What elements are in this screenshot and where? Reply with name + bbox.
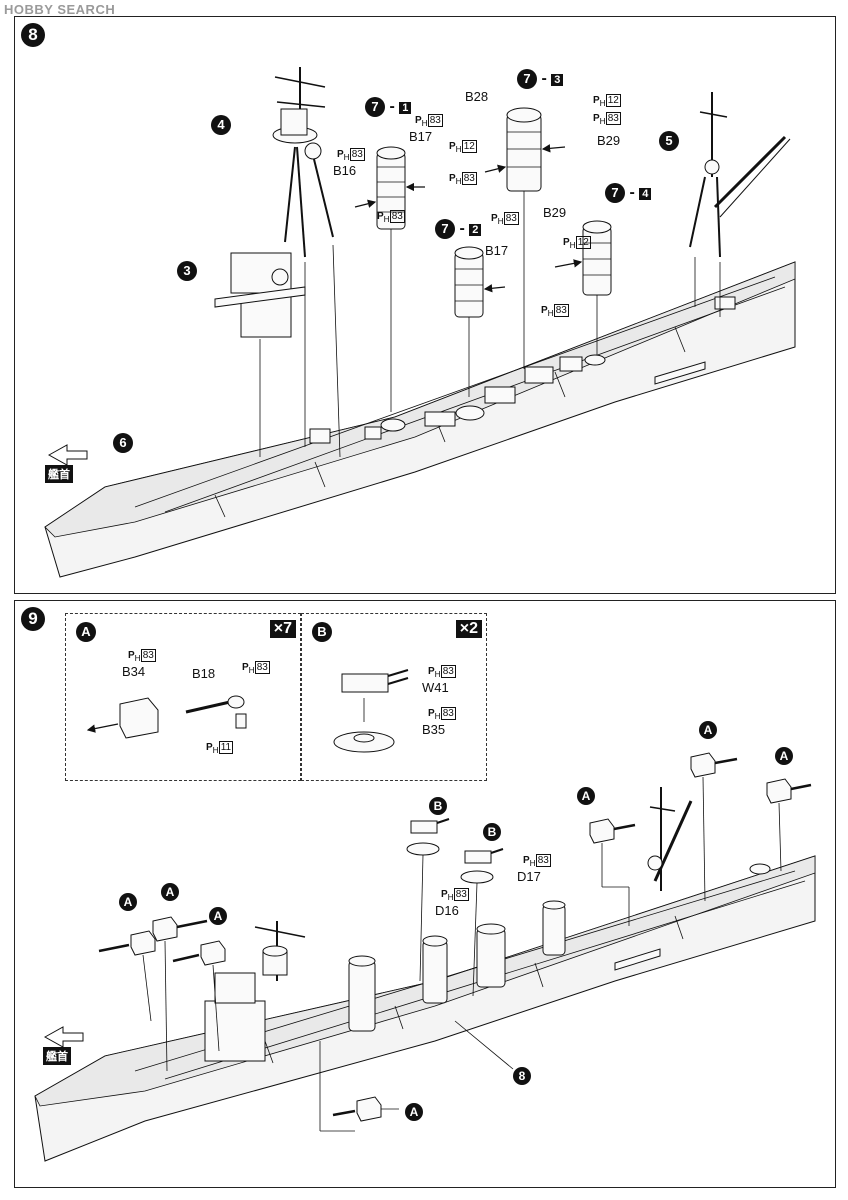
- watermark: HOBBY SEARCH: [4, 2, 116, 17]
- part-b17: B17: [485, 243, 509, 258]
- step-9-hull: [34, 855, 816, 1162]
- funnels-assembled: [348, 900, 566, 1032]
- callout-7: 7: [517, 69, 537, 89]
- subassembly-b-multiplier: ×2: [455, 620, 482, 638]
- callout-a: A: [405, 1103, 423, 1121]
- part-d16: D16: [435, 903, 459, 918]
- bow-direction: [47, 444, 88, 466]
- part-w41: W41: [422, 680, 449, 695]
- turret-a-2: [152, 916, 208, 1072]
- foremast-part: [272, 67, 341, 458]
- part-d17: D17: [517, 869, 541, 884]
- callout-3: 3: [177, 261, 197, 281]
- part-b29: B29: [543, 205, 567, 220]
- callout-a: A: [161, 883, 179, 901]
- part-b16: B16: [333, 163, 357, 178]
- callout-sub: 1: [399, 102, 412, 114]
- part-b18: B18: [192, 666, 216, 681]
- bridge-part: [214, 252, 306, 457]
- funnel-callout-7-4: 7 - 4: [605, 183, 652, 203]
- funnel-callout-7-1: 7 - 1: [365, 97, 412, 117]
- callout-a: A: [119, 893, 137, 911]
- turret-a-3: [172, 940, 226, 1052]
- bow-label: 艦首: [45, 465, 73, 483]
- step-8-diagram: [44, 67, 796, 578]
- callout-4: 4: [211, 115, 231, 135]
- step-8-panel: 8: [14, 16, 836, 594]
- subassembly-a-multiplier: ×7: [269, 620, 296, 638]
- part-b34: B34: [122, 664, 146, 679]
- aa-gun-b-1: [406, 818, 450, 982]
- callout-a: A: [209, 907, 227, 925]
- turret-a-1: [98, 930, 156, 1022]
- part-b29: B29: [597, 133, 621, 148]
- turret-a-7: [319, 1041, 399, 1132]
- step-9-diagram: [34, 752, 816, 1162]
- callout-7: 7: [365, 97, 385, 117]
- callout-sub: 2: [469, 224, 482, 236]
- funnel-3: [484, 107, 566, 369]
- funnel-2: [454, 246, 506, 397]
- bow-label: 艦首: [43, 1047, 71, 1065]
- step-8-number: 8: [21, 23, 45, 47]
- callout-7: 7: [605, 183, 625, 203]
- callout-sub: 4: [639, 188, 652, 200]
- bow-direction: [43, 1026, 84, 1048]
- callout-sub: 3: [551, 74, 564, 86]
- part-b17: B17: [409, 129, 433, 144]
- callout-5: 5: [659, 131, 679, 151]
- callout-a: A: [699, 721, 717, 739]
- callout-8: 8: [513, 1067, 531, 1085]
- turret-a-6: [766, 778, 812, 872]
- bridge-assembled: [204, 921, 306, 1062]
- part-b35: B35: [422, 722, 446, 737]
- aa-gun-b-2: [460, 848, 504, 997]
- turret-a-4: [589, 818, 636, 926]
- step-9-number: 9: [21, 607, 45, 631]
- funnel-1: [354, 146, 425, 412]
- subassembly-b-label: B: [312, 622, 332, 642]
- funnel-callout-7-3: 7 - 3: [517, 69, 564, 89]
- callout-7: 7: [435, 219, 455, 239]
- part-b28: B28: [465, 89, 489, 104]
- funnel-4: [554, 220, 612, 355]
- turret-a-drawing: [86, 695, 247, 739]
- funnel-callout-7-2: 7 - 2: [435, 219, 482, 239]
- callout-b: B: [483, 823, 501, 841]
- turret-a-5: [690, 752, 738, 902]
- callout-a: A: [577, 787, 595, 805]
- aa-gun-b-drawing: [333, 669, 409, 753]
- callout-a: A: [775, 747, 793, 765]
- step-8-hull: [44, 261, 796, 578]
- mainmast-assembled: [647, 787, 693, 891]
- mainmast-part: [689, 92, 791, 317]
- callout-b: B: [429, 797, 447, 815]
- subassembly-a-label: A: [76, 622, 96, 642]
- callout-6: 6: [113, 433, 133, 453]
